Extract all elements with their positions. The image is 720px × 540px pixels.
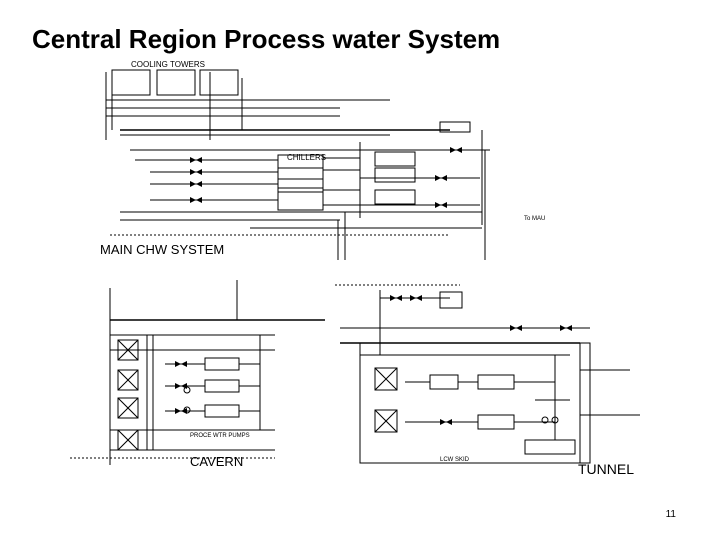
procewtr-pumps-label: PROCE WTR PUMPS: [190, 433, 250, 439]
page-number: 11: [665, 509, 676, 520]
lcw-skid-label: LCW SKID: [440, 457, 470, 463]
cavern-schematic: [70, 280, 325, 465]
slide-title: Central Region Process water System: [32, 24, 501, 54]
tunnel-schematic: [335, 284, 640, 464]
to-mau-label: To MAU: [524, 216, 546, 222]
main-chw-schematic: [105, 69, 490, 260]
main-chw-system-label: MAIN CHW SYSTEM: [100, 242, 225, 257]
chillers-label: CHILLERS: [287, 153, 327, 162]
tunnel-label: TUNNEL: [578, 461, 635, 477]
cavern-label: CAVERN: [190, 454, 244, 469]
cooling-towers-label: COOLING TOWERS: [131, 60, 205, 69]
